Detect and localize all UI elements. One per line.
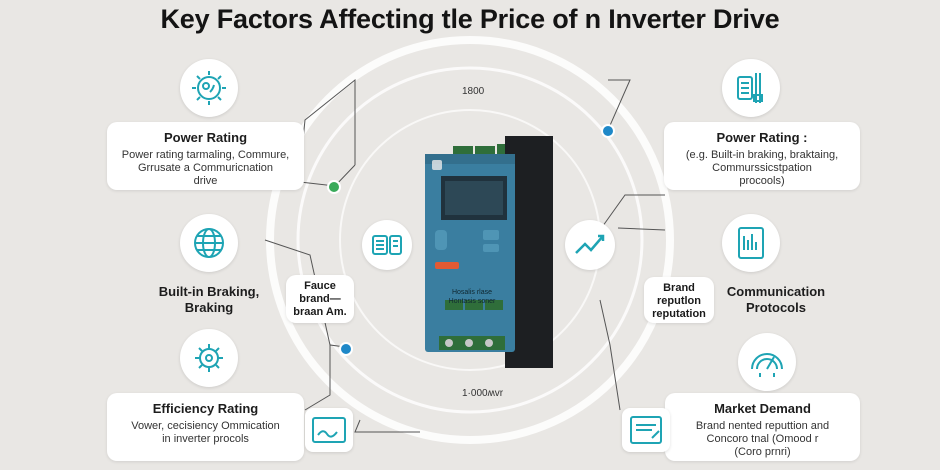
card-line: Concoro tnal (Omood r — [706, 433, 819, 445]
list-panel-icon — [362, 220, 412, 270]
card-line: (e.g. Built-in braking, braktaing, — [685, 149, 839, 161]
card-power-rating-left: Power Rating Power rating tarmaling, Com… — [107, 122, 304, 190]
card-power-rating-right: Power Rating : (e.g. Built-in braking, b… — [664, 122, 860, 190]
trend-chart-icon — [565, 220, 615, 270]
card-line: in inverter procols — [162, 433, 249, 445]
bubble-line: reputlon — [657, 295, 701, 307]
card-market-demand: Market Demand Brand nented reputtion and… — [665, 393, 860, 461]
device-panel-text: Hosalis rlase Hontasis soner — [435, 288, 509, 306]
label-line: Protocols — [746, 300, 806, 315]
label-built-in-braking: Built-in Braking, Braking — [148, 284, 270, 316]
card-heading: Power Rating — [163, 130, 248, 145]
globe-icon — [180, 214, 238, 272]
page-title: Key Factors Affecting tle Price of n Inv… — [160, 4, 780, 34]
bubble-line: Brand — [663, 282, 695, 294]
gear-network-icon — [180, 329, 238, 387]
card-line: Power rating tarmaling, Commure, — [121, 149, 290, 161]
bubble-brand-left: Fauce brand— braan Am. — [286, 275, 354, 323]
label-communication-protocols: Communication Protocols — [714, 284, 838, 316]
bubble-line: Fauce — [304, 280, 336, 292]
gauge-icon — [738, 333, 796, 391]
card-line: procools) — [739, 175, 785, 187]
label-line: Braking — [184, 300, 234, 315]
bubble-line: braan Am. — [293, 306, 347, 318]
label-line: Communication — [726, 284, 826, 299]
tools-device-icon — [722, 59, 780, 117]
label-line: Built-in Braking, — [158, 284, 260, 299]
connector-dot — [339, 342, 353, 356]
virus-gear-icon — [180, 59, 238, 117]
inverter-drive-illustration: Hosalis rlase Hontasis soner — [413, 136, 555, 373]
document-chart-icon — [722, 214, 780, 272]
card-line: drive — [193, 175, 218, 187]
bubble-line: reputation — [652, 308, 706, 320]
ring-label-top: 1800 — [462, 86, 485, 97]
card-efficiency-rating: Efficiency Rating Vower, cecisiency Ommi… — [107, 393, 304, 461]
card-line: Brand nented reputtion and — [695, 420, 830, 432]
bubble-line: brand— — [299, 293, 341, 305]
document-edit-icon — [622, 408, 670, 452]
device-panel-line: Hosalis rlase — [451, 289, 493, 296]
card-heading: Efficiency Rating — [152, 401, 259, 416]
bubble-brand-right: Brand reputlon reputation — [644, 277, 714, 323]
connector-dot — [601, 124, 615, 138]
card-heading: Power Rating : — [716, 130, 808, 145]
card-heading: Market Demand — [714, 401, 811, 416]
card-line: Grrusate a Commuricnation — [137, 162, 274, 174]
device-panel-line: Hontasis soner — [448, 298, 496, 305]
signature-card-icon — [305, 408, 353, 452]
card-line: Commurssicstpation — [712, 162, 812, 174]
connector-dot — [327, 180, 341, 194]
card-line: (Coro prnri) — [734, 446, 791, 458]
ring-label-bottom: 1·000ʍvr — [462, 388, 504, 399]
card-line: Vower, cecisiency Ommication — [131, 420, 280, 432]
